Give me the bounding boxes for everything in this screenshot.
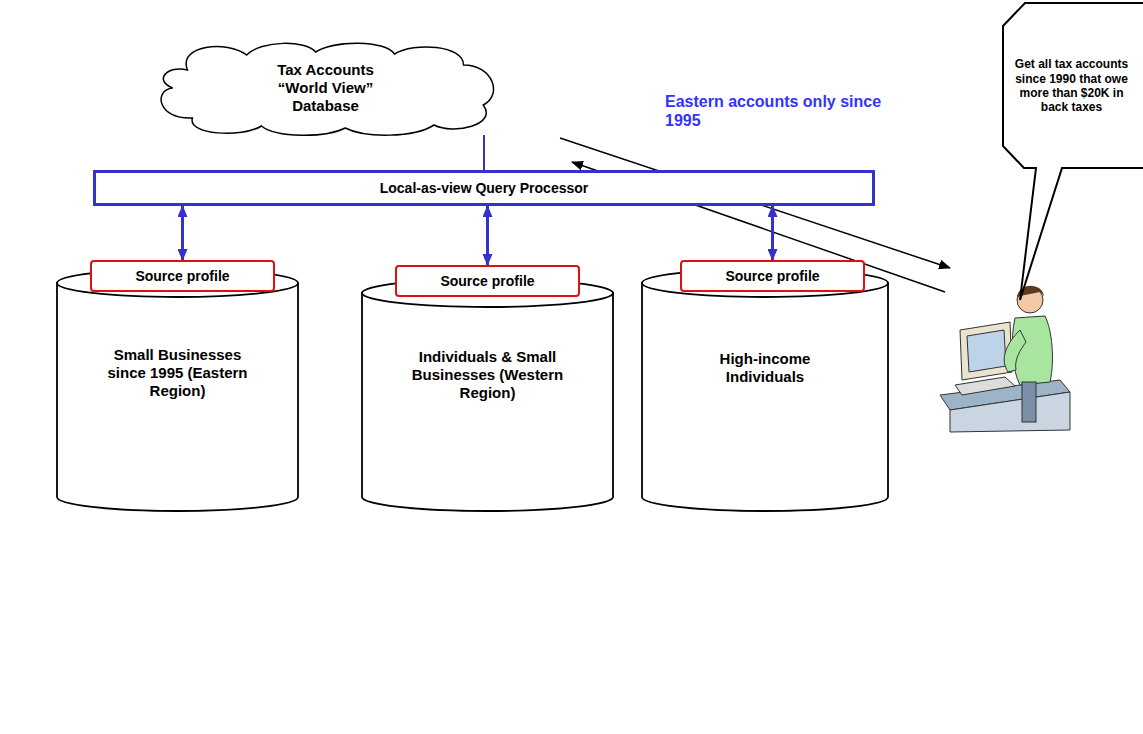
cylinder-body — [57, 282, 298, 511]
world-view-cloud: Tax Accounts “World View” Database — [148, 40, 503, 135]
node-text: Individuals & Small Businesses (Western … — [400, 348, 575, 402]
database-cylinder: Small Businesses since 1995 (Eastern Reg… — [55, 268, 300, 513]
user-at-computer — [940, 286, 1070, 432]
speech-bubble: Get all tax accounts since 1990 that owe… — [1000, 0, 1143, 172]
cylinder-outline — [640, 268, 890, 513]
database-cylinder: High-income Individuals Source profile — [640, 268, 890, 513]
source-profile-box: Source profile — [395, 265, 580, 297]
source-profile-box: Source profile — [90, 260, 275, 292]
query-processor-box: Local-as-view Query Processor — [93, 170, 875, 206]
source-profile-box: Source profile — [680, 260, 865, 292]
node-text: Source profile — [717, 268, 827, 285]
node-text: Local-as-view Query Processor — [372, 180, 597, 197]
node-text: Source profile — [127, 268, 237, 285]
cylinder-body — [362, 292, 613, 511]
node-text: Small Businesses since 1995 (Eastern Reg… — [103, 346, 253, 400]
node-text: High-income Individuals — [700, 350, 830, 386]
node-text: Tax Accounts “World View” Database — [258, 61, 393, 115]
link-line — [483, 135, 485, 170]
double-arrow — [486, 206, 489, 265]
annotation-label: Eastern accounts only since 1995 — [665, 92, 895, 130]
double-arrow — [771, 206, 774, 260]
node-text: Get all tax accounts since 1990 that owe… — [1011, 57, 1133, 115]
text-holder: Tax Accounts “World View” Database — [148, 40, 503, 135]
double-arrow — [181, 206, 184, 260]
text-holder: Get all tax accounts since 1990 that owe… — [1000, 0, 1143, 172]
cylinder-body — [642, 282, 888, 511]
node-text: Source profile — [432, 273, 542, 290]
cloud-path — [161, 43, 493, 135]
speech-bubble-path — [1003, 3, 1143, 300]
database-cylinder: Individuals & Small Businesses (Western … — [360, 278, 615, 513]
